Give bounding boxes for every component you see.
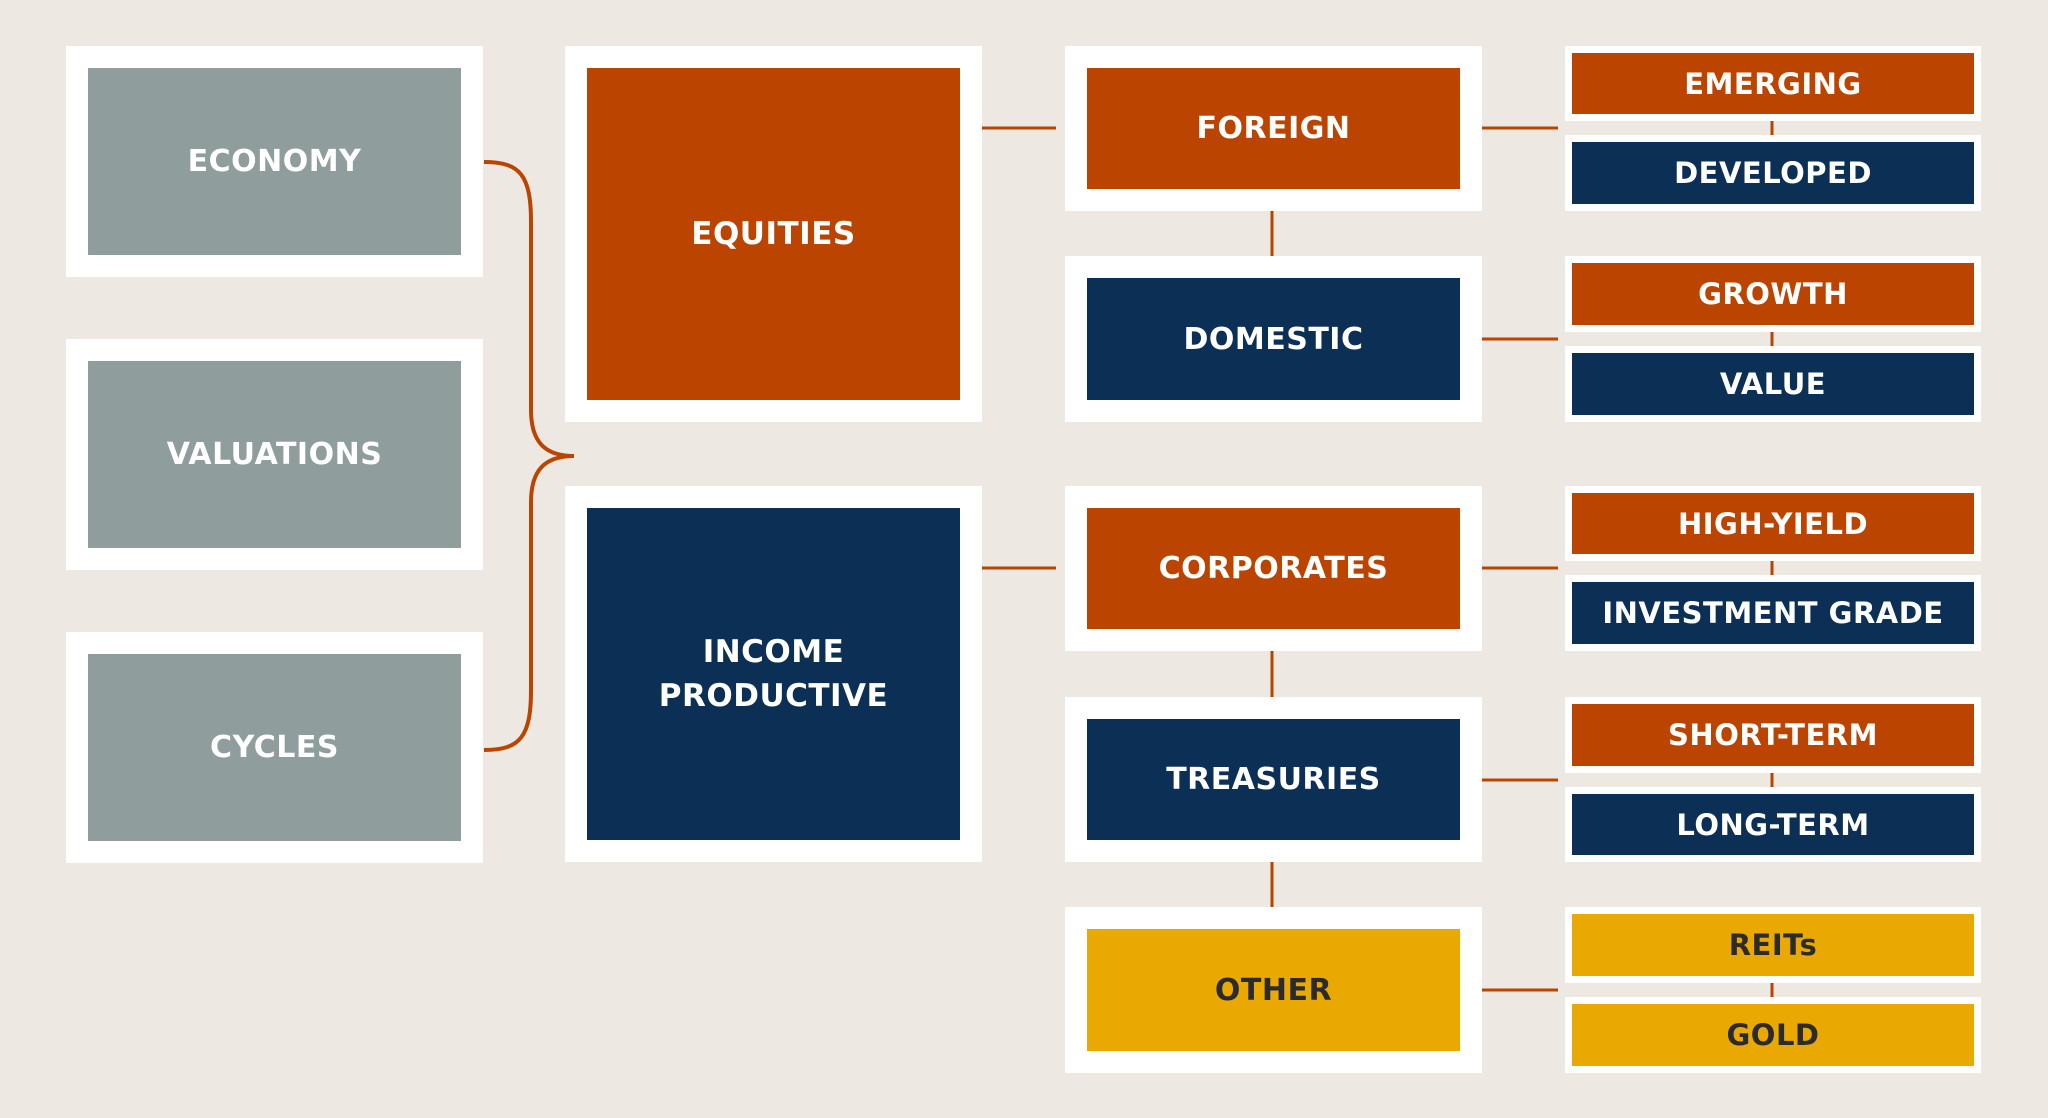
group-label: CORPORATES	[1087, 508, 1460, 629]
driver-cycles: CYCLES	[66, 632, 483, 863]
group-label: DOMESTIC	[1087, 278, 1460, 400]
sub-value: VALUE	[1565, 346, 1981, 422]
sub-label: EMERGING	[1572, 53, 1974, 114]
drivers-brace	[483, 160, 575, 752]
group-label: OTHER	[1087, 929, 1460, 1051]
sub-investment-grade: INVESTMENT GRADE	[1565, 575, 1981, 651]
driver-label: CYCLES	[88, 654, 461, 841]
sub-gold: GOLD	[1565, 997, 1981, 1073]
sub-label: HIGH-YIELD	[1572, 493, 1974, 554]
sub-emerging: EMERGING	[1565, 46, 1981, 121]
sub-long-term: LONG-TERM	[1565, 787, 1981, 862]
group-domestic: DOMESTIC	[1065, 256, 1482, 422]
group-label: TREASURIES	[1087, 719, 1460, 840]
class-label-line2: PRODUCTIVE	[658, 678, 889, 714]
sub-label: VALUE	[1572, 353, 1974, 415]
sub-developed: DEVELOPED	[1565, 135, 1981, 211]
class-label: EQUITIES	[587, 68, 960, 400]
sub-short-term: SHORT-TERM	[1565, 697, 1981, 773]
group-other: OTHER	[1065, 907, 1482, 1073]
sub-label: GROWTH	[1572, 263, 1974, 325]
driver-valuations: VALUATIONS	[66, 339, 483, 570]
driver-economy: ECONOMY	[66, 46, 483, 277]
sub-label: INVESTMENT GRADE	[1572, 582, 1974, 644]
group-label: FOREIGN	[1087, 68, 1460, 189]
class-equities: EQUITIES	[565, 46, 982, 422]
sub-label: LONG-TERM	[1572, 794, 1974, 855]
sub-label: REITs	[1572, 914, 1974, 976]
sub-growth: GROWTH	[1565, 256, 1981, 332]
sub-label: DEVELOPED	[1572, 142, 1974, 204]
driver-label: ECONOMY	[88, 68, 461, 255]
sub-reits: REITs	[1565, 907, 1981, 983]
sub-label: GOLD	[1572, 1004, 1974, 1066]
sub-label: SHORT-TERM	[1572, 704, 1974, 766]
class-label-line1: INCOME	[702, 634, 845, 670]
class-label: INCOME PRODUCTIVE	[587, 508, 960, 840]
group-foreign: FOREIGN	[1065, 46, 1482, 211]
class-income-productive: INCOME PRODUCTIVE	[565, 486, 982, 862]
sub-high-yield: HIGH-YIELD	[1565, 486, 1981, 561]
group-treasuries: TREASURIES	[1065, 697, 1482, 862]
driver-label: VALUATIONS	[88, 361, 461, 548]
group-corporates: CORPORATES	[1065, 486, 1482, 651]
